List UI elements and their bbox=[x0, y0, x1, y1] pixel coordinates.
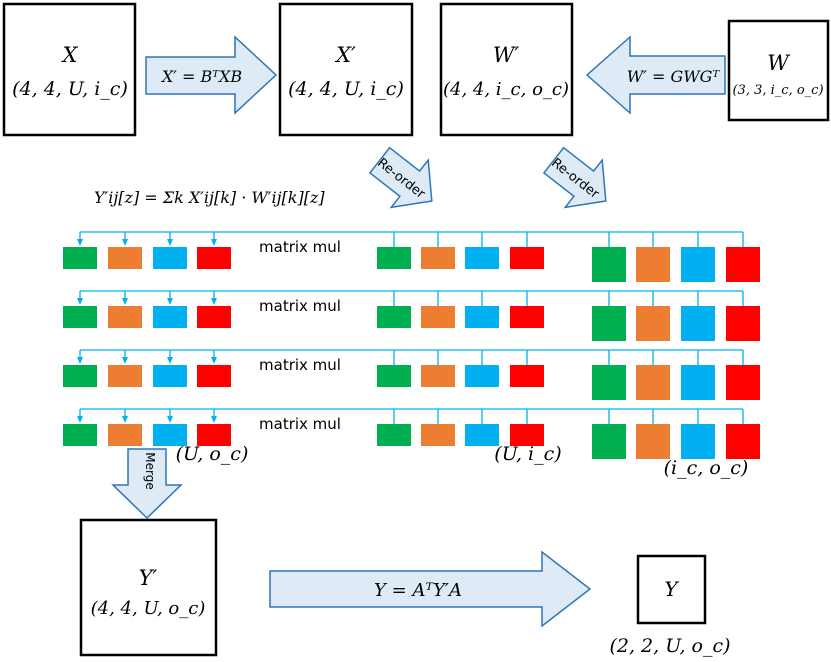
row-2-weight-blue-block bbox=[681, 306, 715, 341]
row-3-input-blue-block bbox=[465, 365, 499, 387]
row-4-matrix-mul-label: matrix mul bbox=[259, 415, 341, 433]
row-1-weight-green-block bbox=[592, 247, 626, 282]
row-4-output-blue-block bbox=[153, 424, 187, 446]
row-4-weight-red-block bbox=[726, 424, 760, 459]
box-w-dims: (3, 3, i_c, o_c) bbox=[732, 83, 823, 98]
input-transform-arrow bbox=[145, 35, 278, 115]
row-2-weight-green-block bbox=[592, 306, 626, 341]
row-3-weight-orange-block bbox=[636, 365, 670, 400]
box-y-prime bbox=[79, 518, 218, 657]
merge-label: Merge bbox=[143, 452, 157, 489]
input-transform-label: X′ = BᵀXB bbox=[160, 67, 242, 86]
row-3-output-blue-block bbox=[153, 365, 187, 387]
row-2-input-green-block bbox=[377, 306, 411, 328]
weight-transform-label: W′ = GWGᵀ bbox=[627, 67, 721, 86]
row-3-input-red-block bbox=[510, 365, 544, 387]
box-w bbox=[727, 19, 830, 122]
box-x bbox=[2, 2, 137, 137]
row-3-output-orange-block bbox=[108, 365, 142, 387]
input-dims-label: (U, i_c) bbox=[494, 443, 561, 465]
row-1-input-green-block bbox=[377, 247, 411, 269]
box-y-name: Y bbox=[664, 577, 679, 601]
row-2-weight-red-block bbox=[726, 306, 760, 341]
box-w-prime bbox=[439, 2, 574, 137]
row-1-output-red-block bbox=[197, 247, 231, 269]
row-4-output-red-block bbox=[197, 424, 231, 446]
matrix-rows: matrix mul matrix mul matrix mul matrix mul bbox=[63, 231, 760, 459]
row-2-output-orange-block bbox=[108, 306, 142, 328]
box-w-prime-dims: (4, 4, i_c, o_c) bbox=[443, 79, 569, 100]
row-3-output-red-block bbox=[197, 365, 231, 387]
output-transform-label: Y = AᵀY′A bbox=[374, 580, 462, 601]
box-w-prime-name: W′ bbox=[493, 43, 520, 67]
row-2-input-blue-block bbox=[465, 306, 499, 328]
row-2-matrix-mul-label: matrix mul bbox=[259, 297, 341, 315]
row-3-input-green-block bbox=[377, 365, 411, 387]
box-w-name: W bbox=[767, 51, 791, 75]
reorder-right-arrow bbox=[542, 146, 607, 209]
row-4-input-blue-block bbox=[465, 424, 499, 446]
row-1-matrix-mul-label: matrix mul bbox=[259, 238, 341, 256]
row-2-output-red-block bbox=[197, 306, 231, 328]
row-1-output-green-block bbox=[63, 247, 97, 269]
row-4-weight-orange-block bbox=[636, 424, 670, 459]
output-dims-label: (U, o_c) bbox=[176, 443, 249, 465]
box-x-prime-dims: (4, 4, U, i_c) bbox=[288, 78, 404, 100]
row-1-weight-orange-block bbox=[636, 247, 670, 282]
box-x-prime-name: X′ bbox=[334, 43, 356, 67]
row-3-weight-red-block bbox=[726, 365, 760, 400]
row-4-input-green-block bbox=[377, 424, 411, 446]
box-y-dims: (2, 2, U, o_c) bbox=[609, 635, 730, 657]
row-3-matrix-mul-label: matrix mul bbox=[259, 356, 341, 374]
row-1-output-orange-block bbox=[108, 247, 142, 269]
row-3-weight-green-block bbox=[592, 365, 626, 400]
row-4-input-orange-block bbox=[421, 424, 455, 446]
box-x-dims: (4, 4, U, i_c) bbox=[12, 78, 128, 100]
box-x-name: X bbox=[61, 43, 79, 67]
row-4-output-orange-block bbox=[108, 424, 142, 446]
row-3-input-orange-block bbox=[421, 365, 455, 387]
row-3-weight-blue-block bbox=[681, 365, 715, 400]
row-4-input-red-block bbox=[510, 424, 544, 446]
row-1-output-blue-block bbox=[153, 247, 187, 269]
weight-transform-arrow bbox=[585, 35, 726, 115]
row-2-input-orange-block bbox=[421, 306, 455, 328]
row-1-weight-blue-block bbox=[681, 247, 715, 282]
summation-formula: Y′ij[z] = Σk X′ij[k] · W′ij[k][z] bbox=[94, 188, 325, 207]
row-1-input-orange-block bbox=[421, 247, 455, 269]
row-4-weight-green-block bbox=[592, 424, 626, 459]
box-y bbox=[636, 554, 707, 625]
row-1-weight-red-block bbox=[726, 247, 760, 282]
box-y-prime-dims: (4, 4, U, o_c) bbox=[91, 598, 206, 619]
box-x-prime bbox=[278, 2, 414, 137]
row-4-weight-blue-block bbox=[681, 424, 715, 459]
row-2-weight-orange-block bbox=[636, 306, 670, 341]
merge-arrow bbox=[111, 448, 183, 520]
row-2-input-red-block bbox=[510, 306, 544, 328]
row-2-output-blue-block bbox=[153, 306, 187, 328]
output-transform-arrow bbox=[269, 550, 592, 628]
weight-dims-label: (i_c, o_c) bbox=[664, 457, 749, 479]
box-y-prime-name: Y′ bbox=[139, 566, 158, 590]
row-3-output-green-block bbox=[63, 365, 97, 387]
row-4-output-green-block bbox=[63, 424, 97, 446]
row-1-input-blue-block bbox=[465, 247, 499, 269]
row-1-input-red-block bbox=[510, 247, 544, 269]
reorder-left-arrow bbox=[368, 146, 433, 209]
row-2-output-green-block bbox=[63, 306, 97, 328]
